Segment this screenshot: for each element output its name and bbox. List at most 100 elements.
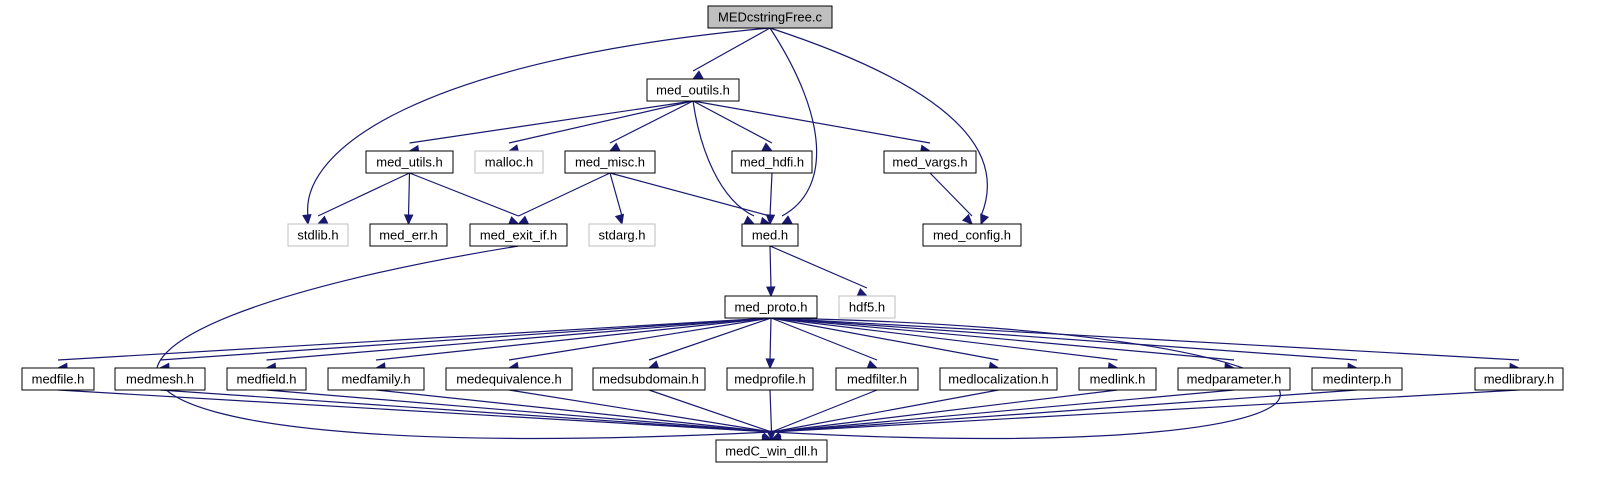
node-medprofile-h[interactable]: medprofile.h bbox=[726, 367, 814, 391]
arrowhead bbox=[517, 215, 530, 225]
node-medfilter-h[interactable]: medfilter.h bbox=[835, 367, 919, 391]
edge-MEDcstringFree_c-to-stdlib_h bbox=[302, 27, 771, 226]
node-medsubdomain-h[interactable]: medsubdomain.h bbox=[592, 367, 706, 391]
edge-med_utils_h-to-med_exit_if_h bbox=[409, 172, 520, 225]
node-medlink-h[interactable]: medlink.h bbox=[1078, 367, 1157, 391]
node-label: medfilter.h bbox=[847, 372, 907, 387]
node-medC-win-dll-h[interactable]: medC_win_dll.h bbox=[715, 439, 828, 463]
node-medfamily-h[interactable]: medfamily.h bbox=[327, 367, 425, 391]
node-MEDcstringFree-c[interactable]: MEDcstringFree.c bbox=[707, 5, 833, 29]
node-label: medlibrary.h bbox=[1484, 372, 1555, 387]
edge-med_vargs_h-to-med_config_h bbox=[929, 172, 973, 225]
node-label: medlink.h bbox=[1090, 372, 1146, 387]
edge-med_misc_h-to-med_h bbox=[609, 172, 772, 227]
arrowhead bbox=[766, 430, 776, 442]
node-label: medfamily.h bbox=[341, 372, 410, 387]
arrowhead bbox=[743, 215, 756, 225]
edge-med_outils_h-to-med_misc_h bbox=[608, 100, 694, 152]
arrowhead bbox=[766, 286, 776, 298]
node-label: medequivalence.h bbox=[456, 372, 562, 387]
node-label: med_err.h bbox=[379, 228, 438, 243]
edge-med_outils_h-to-med_vargs_h bbox=[692, 100, 932, 155]
node-label: medsubdomain.h bbox=[599, 372, 699, 387]
node-medmesh-h[interactable]: medmesh.h bbox=[114, 367, 206, 391]
node-label: med_proto.h bbox=[735, 300, 808, 315]
node-hdf5-h[interactable]: hdf5.h bbox=[838, 295, 896, 319]
edge-med_outils_h-to-med_utils_h bbox=[408, 100, 694, 155]
edge-med_misc_h-to-med_exit_if_h bbox=[517, 172, 611, 225]
arrowhead bbox=[980, 213, 990, 226]
node-medfield-h[interactable]: medfield.h bbox=[226, 367, 307, 391]
edge-medprofile_h-to-medC_win_dll_h bbox=[766, 389, 776, 442]
node-medequivalence-h[interactable]: medequivalence.h bbox=[445, 367, 573, 391]
node-med-misc-h[interactable]: med_misc.h bbox=[564, 150, 656, 174]
arrowhead bbox=[507, 216, 520, 225]
node-label: medC_win_dll.h bbox=[725, 444, 818, 459]
edge-med_proto_h-to-medprofile_h bbox=[765, 317, 775, 370]
arrowhead bbox=[761, 142, 774, 152]
arrowhead bbox=[765, 214, 776, 226]
arrowhead bbox=[765, 358, 775, 370]
node-med-outils-h[interactable]: med_outils.h bbox=[646, 78, 740, 102]
node-stdarg-h[interactable]: stdarg.h bbox=[588, 223, 656, 247]
node-label: med.h bbox=[752, 228, 788, 243]
node-medlibrary-h[interactable]: medlibrary.h bbox=[1474, 367, 1564, 391]
node-label: medlocalization.h bbox=[948, 372, 1048, 387]
node-label: med_config.h bbox=[933, 228, 1011, 243]
node-med-utils-h[interactable]: med_utils.h bbox=[365, 150, 454, 174]
node-label: medmesh.h bbox=[126, 372, 194, 387]
node-label: malloc.h bbox=[485, 155, 533, 170]
edge-MEDcstringFree_c-to-med_h bbox=[769, 27, 818, 225]
edge-med_utils_h-to-med_err_h bbox=[403, 172, 414, 226]
arrowhead bbox=[316, 215, 329, 225]
node-medfile-h[interactable]: medfile.h bbox=[21, 367, 95, 391]
node-label: stdarg.h bbox=[599, 228, 646, 243]
arrowhead bbox=[866, 360, 879, 369]
edge-med_proto_h-to-medfilter_h bbox=[770, 317, 879, 369]
node-label: medprofile.h bbox=[734, 372, 806, 387]
edge-MEDcstringFree_c-to-med_config_h bbox=[769, 27, 990, 226]
node-label: medfield.h bbox=[237, 372, 297, 387]
node-label: medfile.h bbox=[32, 372, 85, 387]
edge-med_proto_h-to-medfamily_h bbox=[374, 317, 772, 372]
edge-med_hdfi_h-to-med_h bbox=[765, 172, 776, 226]
arrowhead bbox=[961, 213, 973, 225]
edge-med_h-to-med_proto_h bbox=[766, 245, 776, 298]
node-malloc-h[interactable]: malloc.h bbox=[474, 150, 544, 174]
node-label: med_misc.h bbox=[575, 155, 645, 170]
edge-med_h-to-hdf5_h bbox=[769, 245, 869, 297]
edge-medlocalization_h-to-medC_win_dll_h bbox=[770, 389, 999, 443]
node-label: MEDcstringFree.c bbox=[718, 10, 823, 25]
node-med-h[interactable]: med.h bbox=[741, 223, 799, 247]
node-layer: MEDcstringFree.c med_outils.h stdlib.h med.… bbox=[21, 5, 1564, 463]
node-med-hdfi-h[interactable]: med_hdfi.h bbox=[731, 150, 813, 174]
node-medparameter-h[interactable]: medparameter.h bbox=[1177, 367, 1291, 391]
node-med-err-h[interactable]: med_err.h bbox=[369, 223, 448, 247]
arrowhead bbox=[614, 213, 625, 226]
node-medinterp-h[interactable]: medinterp.h bbox=[1311, 367, 1403, 391]
node-label: hdf5.h bbox=[849, 300, 885, 315]
arrowhead bbox=[403, 214, 414, 226]
node-med-vargs-h[interactable]: med_vargs.h bbox=[883, 150, 977, 174]
arrowhead bbox=[780, 215, 793, 225]
node-label: medinterp.h bbox=[1323, 372, 1392, 387]
node-label: med_vargs.h bbox=[892, 155, 967, 170]
node-label: stdlib.h bbox=[297, 228, 338, 243]
edge-med_exit_if_h-to-medC_win_dll_h bbox=[155, 245, 773, 446]
arrowhead bbox=[302, 213, 312, 226]
edge-medfile_h-to-medC_win_dll_h bbox=[57, 389, 773, 445]
node-med-exit-if-h[interactable]: med_exit_if.h bbox=[469, 223, 568, 247]
edge-medinterp_h-to-medC_win_dll_h bbox=[770, 389, 1358, 445]
edge-layer bbox=[56, 27, 1521, 446]
edge-med_outils_h-to-malloc_h bbox=[507, 100, 694, 154]
node-med-config-h[interactable]: med_config.h bbox=[922, 223, 1022, 247]
edge-med_proto_h-to-medfile_h bbox=[56, 317, 772, 373]
node-label: med_hdfi.h bbox=[740, 155, 804, 170]
node-stdlib-h[interactable]: stdlib.h bbox=[287, 223, 349, 247]
node-label: med_exit_if.h bbox=[480, 228, 557, 243]
node-medlocalization-h[interactable]: medlocalization.h bbox=[939, 367, 1058, 391]
edge-MEDcstringFree_c-to-med_outils_h bbox=[691, 27, 771, 80]
node-med-proto-h[interactable]: med_proto.h bbox=[724, 295, 818, 319]
node-label: med_outils.h bbox=[656, 83, 730, 98]
